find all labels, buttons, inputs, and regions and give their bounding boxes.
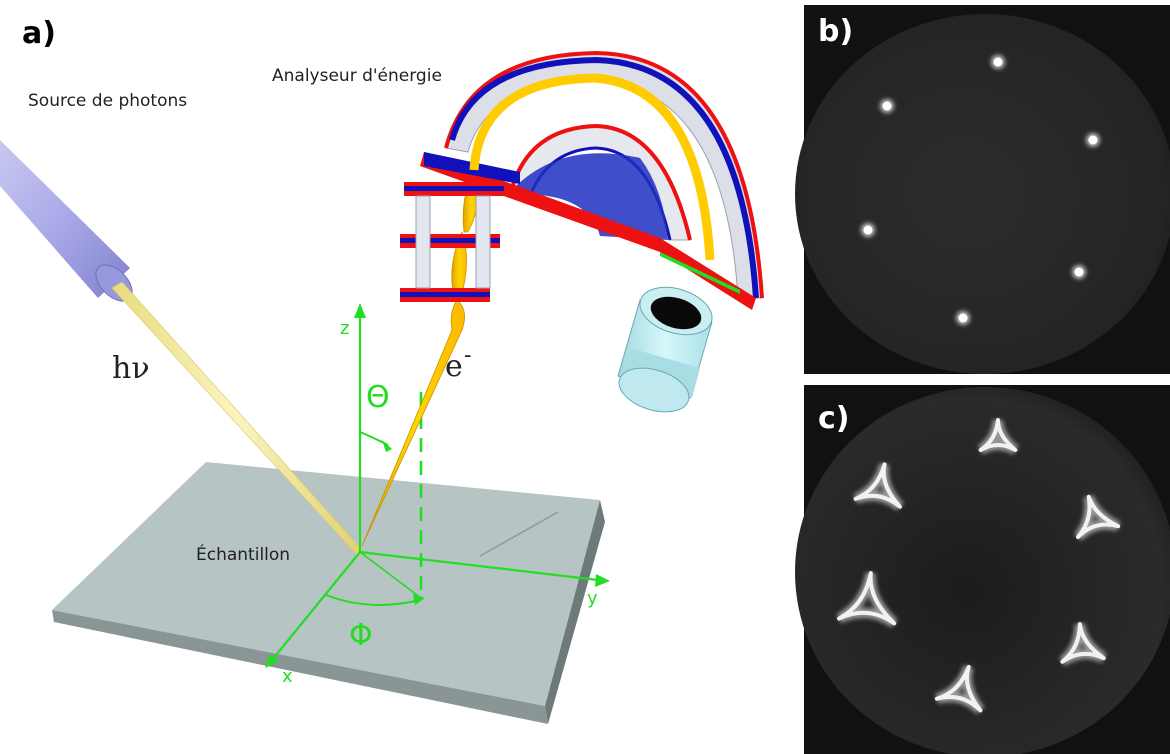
axis-z-label: z bbox=[340, 318, 349, 339]
panel-c-label: c) bbox=[818, 401, 850, 436]
spot-b bbox=[1088, 135, 1098, 145]
sample-label: Échantillon bbox=[196, 543, 290, 565]
ring-c bbox=[853, 462, 902, 509]
panel-c: c) bbox=[795, 385, 1170, 754]
panel-a: a) bbox=[0, 16, 764, 724]
sample-slab bbox=[52, 462, 605, 724]
spot-b bbox=[882, 101, 892, 111]
panel-b-label: b) bbox=[818, 14, 853, 49]
ring-c bbox=[836, 571, 897, 626]
energy-analyser bbox=[400, 50, 764, 310]
theta-label: Θ bbox=[366, 380, 390, 415]
photon-energy-label: hν bbox=[112, 351, 150, 386]
spot-b bbox=[863, 225, 873, 235]
detector bbox=[617, 286, 713, 413]
ring-c bbox=[934, 664, 983, 713]
axes bbox=[265, 303, 610, 668]
electron-label: e bbox=[445, 349, 463, 384]
axis-x-label: x bbox=[282, 666, 293, 687]
analyser-label: Analyseur d'énergie bbox=[272, 66, 442, 86]
photon-source-tube bbox=[0, 140, 133, 302]
axis-y-label: y bbox=[587, 588, 598, 609]
spot-b bbox=[1074, 267, 1084, 277]
diffraction-spots-b bbox=[861, 55, 1100, 325]
electron-charge-label: - bbox=[464, 343, 471, 368]
lens-column bbox=[400, 182, 504, 302]
ring-c bbox=[978, 418, 1018, 452]
panel-b: b) bbox=[795, 5, 1170, 374]
spot-b bbox=[958, 313, 968, 323]
photon-source-label: Source de photons bbox=[28, 91, 187, 111]
spot-b bbox=[993, 57, 1003, 67]
diffraction-spots-c bbox=[836, 418, 1121, 715]
ring-c bbox=[1076, 494, 1121, 539]
phi-label: Φ bbox=[349, 618, 373, 653]
ring-c bbox=[1060, 622, 1106, 664]
panel-a-label: a) bbox=[22, 16, 56, 51]
